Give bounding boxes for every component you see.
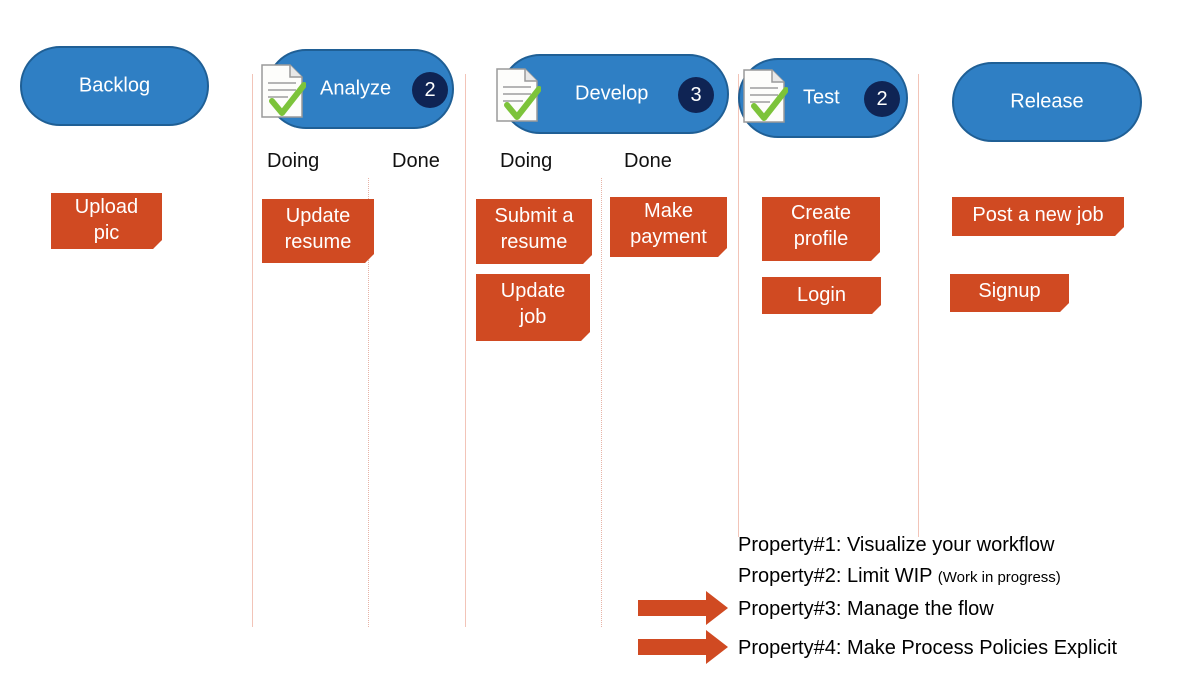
property-4-text: Make Process Policies Explicit: [846, 637, 1118, 659]
property-1-text: Visualize your workflow: [846, 534, 1055, 556]
wip-limit-badge-develop: 3: [678, 77, 714, 113]
column-header-backlog: Backlog: [20, 46, 209, 126]
property-3-text: Manage the flow: [846, 598, 994, 620]
develop-doing-label: Doing: [500, 150, 553, 172]
card-upload-pic[interactable]: Upload pic: [51, 193, 162, 249]
divider-develop-left: [465, 74, 466, 627]
right-arrow-icon: [638, 591, 728, 625]
document-check-icon: [496, 68, 541, 122]
document-check-icon: [743, 69, 788, 123]
wip-limit-badge-test: 2: [864, 81, 900, 117]
column-header-release: Release: [952, 62, 1142, 142]
property-2: Property#2: Limit WIP (Work in progress): [738, 565, 1061, 588]
card-update-job[interactable]: Update job: [476, 274, 590, 341]
property-2-text: Limit WIP: [846, 565, 933, 587]
property-1: Property#1: Visualize your workflow: [738, 534, 1054, 557]
property-2-label: Property#2:: [738, 565, 842, 587]
divider-analyze-doing-done: [368, 178, 369, 627]
property-2-note: (Work in progress): [937, 569, 1061, 586]
divider-test-left: [738, 74, 739, 537]
analyze-done-label: Done: [392, 150, 440, 172]
property-4-label: Property#4:: [738, 637, 842, 659]
property-1-label: Property#1:: [738, 534, 842, 556]
wip-limit-badge-analyze: 2: [412, 72, 448, 108]
divider-develop-doing-done: [601, 178, 602, 627]
property-3: Property#3: Manage the flow: [738, 598, 994, 621]
analyze-doing-label: Doing: [267, 150, 320, 172]
document-check-icon: [261, 64, 306, 118]
column-title-test: Test: [803, 86, 840, 109]
card-login[interactable]: Login: [762, 277, 881, 314]
column-title-backlog: Backlog: [78, 74, 151, 97]
card-post-a-new-job[interactable]: Post a new job: [952, 197, 1124, 236]
property-3-label: Property#3:: [738, 598, 842, 620]
column-title-analyze: Analyze: [320, 77, 392, 100]
right-arrow-icon: [638, 630, 728, 664]
column-title-release: Release: [1010, 90, 1084, 113]
card-submit-a-resume[interactable]: Submit a resume: [476, 199, 592, 264]
property-4: Property#4: Make Process Policies Explic…: [738, 637, 1117, 660]
column-title-develop: Develop: [575, 82, 649, 105]
card-create-profile[interactable]: Create profile: [762, 197, 880, 261]
divider-analyze-left: [252, 74, 253, 627]
develop-done-label: Done: [624, 150, 672, 172]
divider-release-left: [918, 74, 919, 537]
card-make-payment[interactable]: Make payment: [610, 197, 727, 257]
card-signup[interactable]: Signup: [950, 274, 1069, 312]
card-update-resume[interactable]: Update resume: [262, 199, 374, 263]
